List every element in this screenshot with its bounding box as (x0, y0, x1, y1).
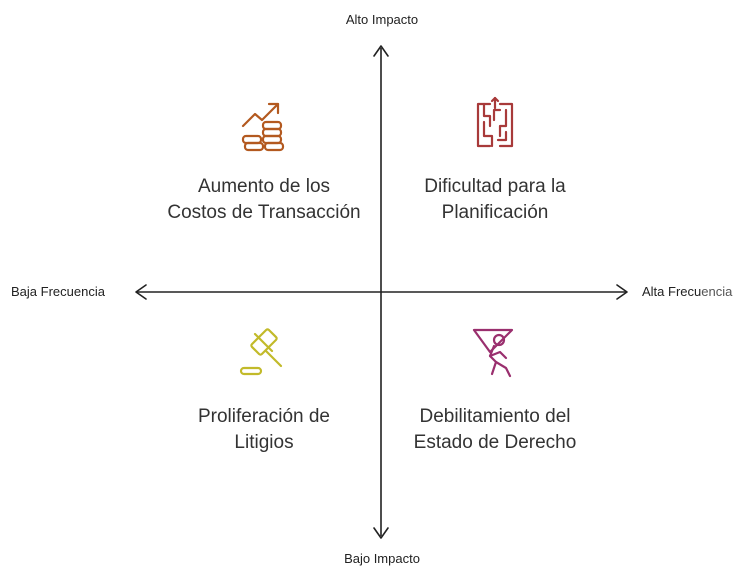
quadrant-bottom-left: Proliferación de Litigios (149, 322, 379, 456)
quadrant-label: Debilitamiento del Estado de Derecho (413, 406, 577, 453)
axis-label-top: Alto Impacto (345, 12, 419, 27)
quadrant-bottom-right: Debilitamiento del Estado de Derecho (380, 322, 610, 456)
quadrant-label: Proliferación de Litigios (197, 406, 331, 453)
arrow-right-icon (616, 284, 628, 300)
axis-label-right-fade: encia (701, 284, 733, 299)
axis-label-right-main: Alta Frecu (642, 284, 702, 299)
growth-coins-icon (241, 102, 285, 152)
quadrant-top-left: Aumento de los Costos de Transacción (149, 96, 379, 226)
gavel-icon (239, 328, 283, 376)
axis-label-bottom: Bajo Impacto (344, 551, 420, 566)
quadrant-top-right: Dificultad para la Planificación (380, 96, 610, 226)
arrow-left-icon (135, 284, 147, 300)
axis-label-right: Alta Frecuencia (642, 284, 732, 299)
quadrant-label: Aumento de los Costos de Transacción (167, 176, 361, 223)
falling-person-icon (472, 328, 514, 378)
maze-icon (476, 96, 514, 148)
arrow-up-icon (373, 45, 389, 57)
quadrant-label: Dificultad para la Planificación (424, 176, 566, 223)
axis-label-left: Baja Frecuencia (11, 284, 105, 299)
arrow-down-icon (373, 527, 389, 539)
